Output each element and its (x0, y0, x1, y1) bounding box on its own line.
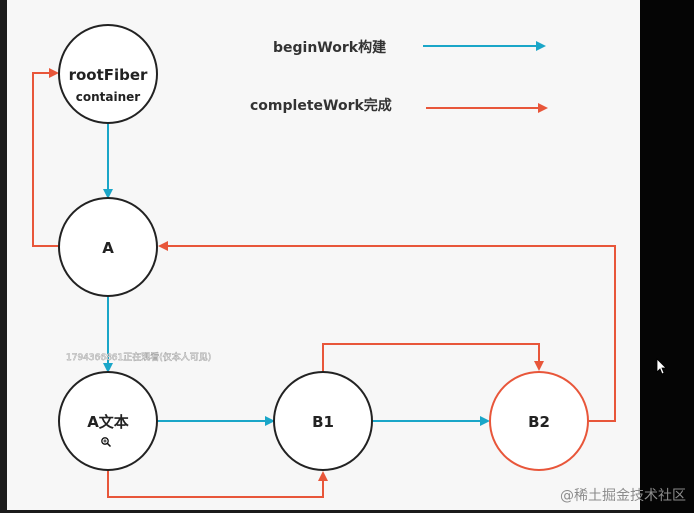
node-root-fiber: rootFiber container (58, 24, 158, 124)
zoom-in-icon (101, 437, 112, 448)
node-a-text: A文本 (58, 371, 158, 471)
watermark-text: @稀土掘金技术社区 (560, 488, 686, 504)
edge-a-complete-to-root (32, 68, 59, 247)
node-a: A (58, 197, 158, 297)
mouse-pointer-icon (656, 358, 667, 375)
node-b2-label: B2 (528, 413, 550, 431)
legend-complete-label: completeWork完成 (250, 97, 392, 114)
node-a-text-label: A文本 (87, 413, 129, 431)
node-root-label: rootFiber (69, 66, 148, 84)
edge-b1-complete-to-b2 (322, 343, 544, 372)
legend-begin-label: beginWork构建 (273, 39, 386, 56)
node-a-label: A (102, 239, 114, 257)
node-b1: B1 (273, 371, 373, 471)
viewer-overlay-text: 1794366861正在观看(仅本人可见) (66, 351, 211, 363)
right-dark-panel (640, 0, 694, 513)
node-root-sublabel: container (76, 90, 141, 104)
node-b2: B2 (489, 371, 589, 471)
node-b1-label: B1 (312, 413, 334, 431)
edge-b2-complete-to-a (158, 241, 616, 422)
edge-atext-complete-to-b1 (107, 470, 328, 498)
